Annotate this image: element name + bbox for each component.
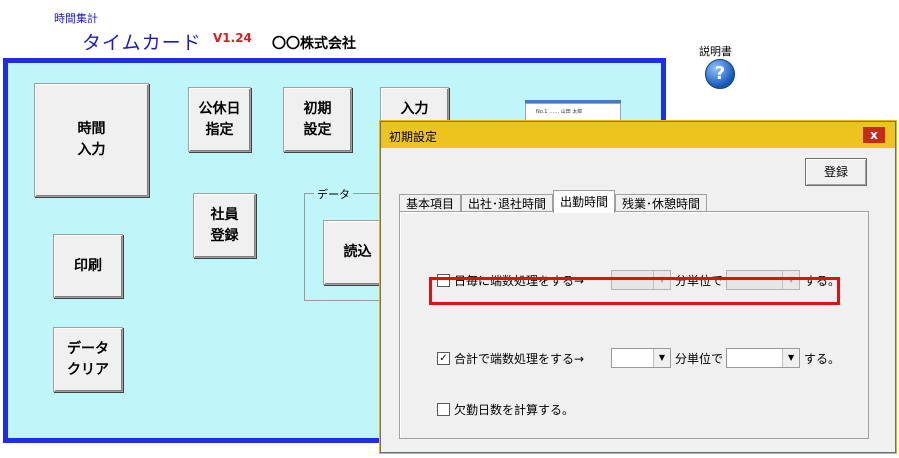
dialog-title: 初期設定 xyxy=(389,130,438,144)
tab-basic[interactable]: 基本項目 xyxy=(399,194,462,213)
total-suffix: する。 xyxy=(804,351,841,366)
dialog-body: 登録 基本項目 出社･退社時間 出勤時間 残業･休憩時間 日毎に端数処理をする→… xyxy=(381,148,895,452)
total-rounding-checkbox[interactable]: ✓ xyxy=(437,352,450,365)
version-label: V1.24 xyxy=(213,31,252,45)
register-button[interactable]: 登録 xyxy=(805,158,867,186)
total-rounding-row: ✓ 合計で端数処理をする→ xyxy=(437,350,584,367)
company-name: 〇〇株式会社 xyxy=(272,36,356,52)
total-rounding-controls: ▼ 分単位で ▼ する。 xyxy=(611,348,840,368)
chevron-down-icon: ▼ xyxy=(782,349,800,367)
highlight-box xyxy=(429,277,840,305)
tab-overtime-break[interactable]: 残業･休憩時間 xyxy=(615,194,708,213)
total-unit-label: 分単位で xyxy=(675,351,724,366)
initial-settings-dialog: 初期設定 x 登録 基本項目 出社･退社時間 出勤時間 残業･休憩時間 日毎に端… xyxy=(380,121,896,453)
absence-checkbox[interactable] xyxy=(437,403,450,416)
data-group-label: データ xyxy=(314,186,353,202)
time-input-button[interactable]: 時間 入力 xyxy=(34,83,149,197)
app-subtitle: 時間集計 xyxy=(54,12,98,25)
tab-arrival-departure[interactable]: 出社･退社時間 xyxy=(461,194,554,213)
app-title: タイムカード xyxy=(82,32,202,54)
manual-label: 説明書 xyxy=(699,45,732,58)
settings-tabs: 基本項目 出社･退社時間 出勤時間 残業･休憩時間 xyxy=(399,190,708,213)
close-icon[interactable]: x xyxy=(863,127,885,143)
total-rounding-label: 合計で端数処理をする→ xyxy=(454,352,585,366)
data-clear-button[interactable]: データ クリア xyxy=(53,327,123,392)
question-icon[interactable]: ? xyxy=(705,59,735,89)
dialog-title-bar[interactable]: 初期設定 x xyxy=(381,122,895,148)
absence-row: 欠勤日数を計算する。 xyxy=(437,401,574,418)
total-method-dropdown[interactable]: ▼ xyxy=(726,348,801,368)
total-minutes-dropdown[interactable]: ▼ xyxy=(611,348,671,368)
holiday-setting-button[interactable]: 公休日 指定 xyxy=(188,87,251,152)
initial-settings-button[interactable]: 初期 設定 xyxy=(283,87,352,152)
tab-page-work-hours: 日毎に端数処理をする→ ▼ 分単位で ▼ する。 ✓ 合計で端数処理をする→ xyxy=(399,211,869,439)
chevron-down-icon: ▼ xyxy=(653,349,670,367)
employee-register-button[interactable]: 社員 登録 xyxy=(193,193,256,258)
print-button[interactable]: 印刷 xyxy=(53,234,123,298)
absence-label: 欠勤日数を計算する。 xyxy=(454,403,575,417)
tab-work-hours[interactable]: 出勤時間 xyxy=(553,190,616,213)
